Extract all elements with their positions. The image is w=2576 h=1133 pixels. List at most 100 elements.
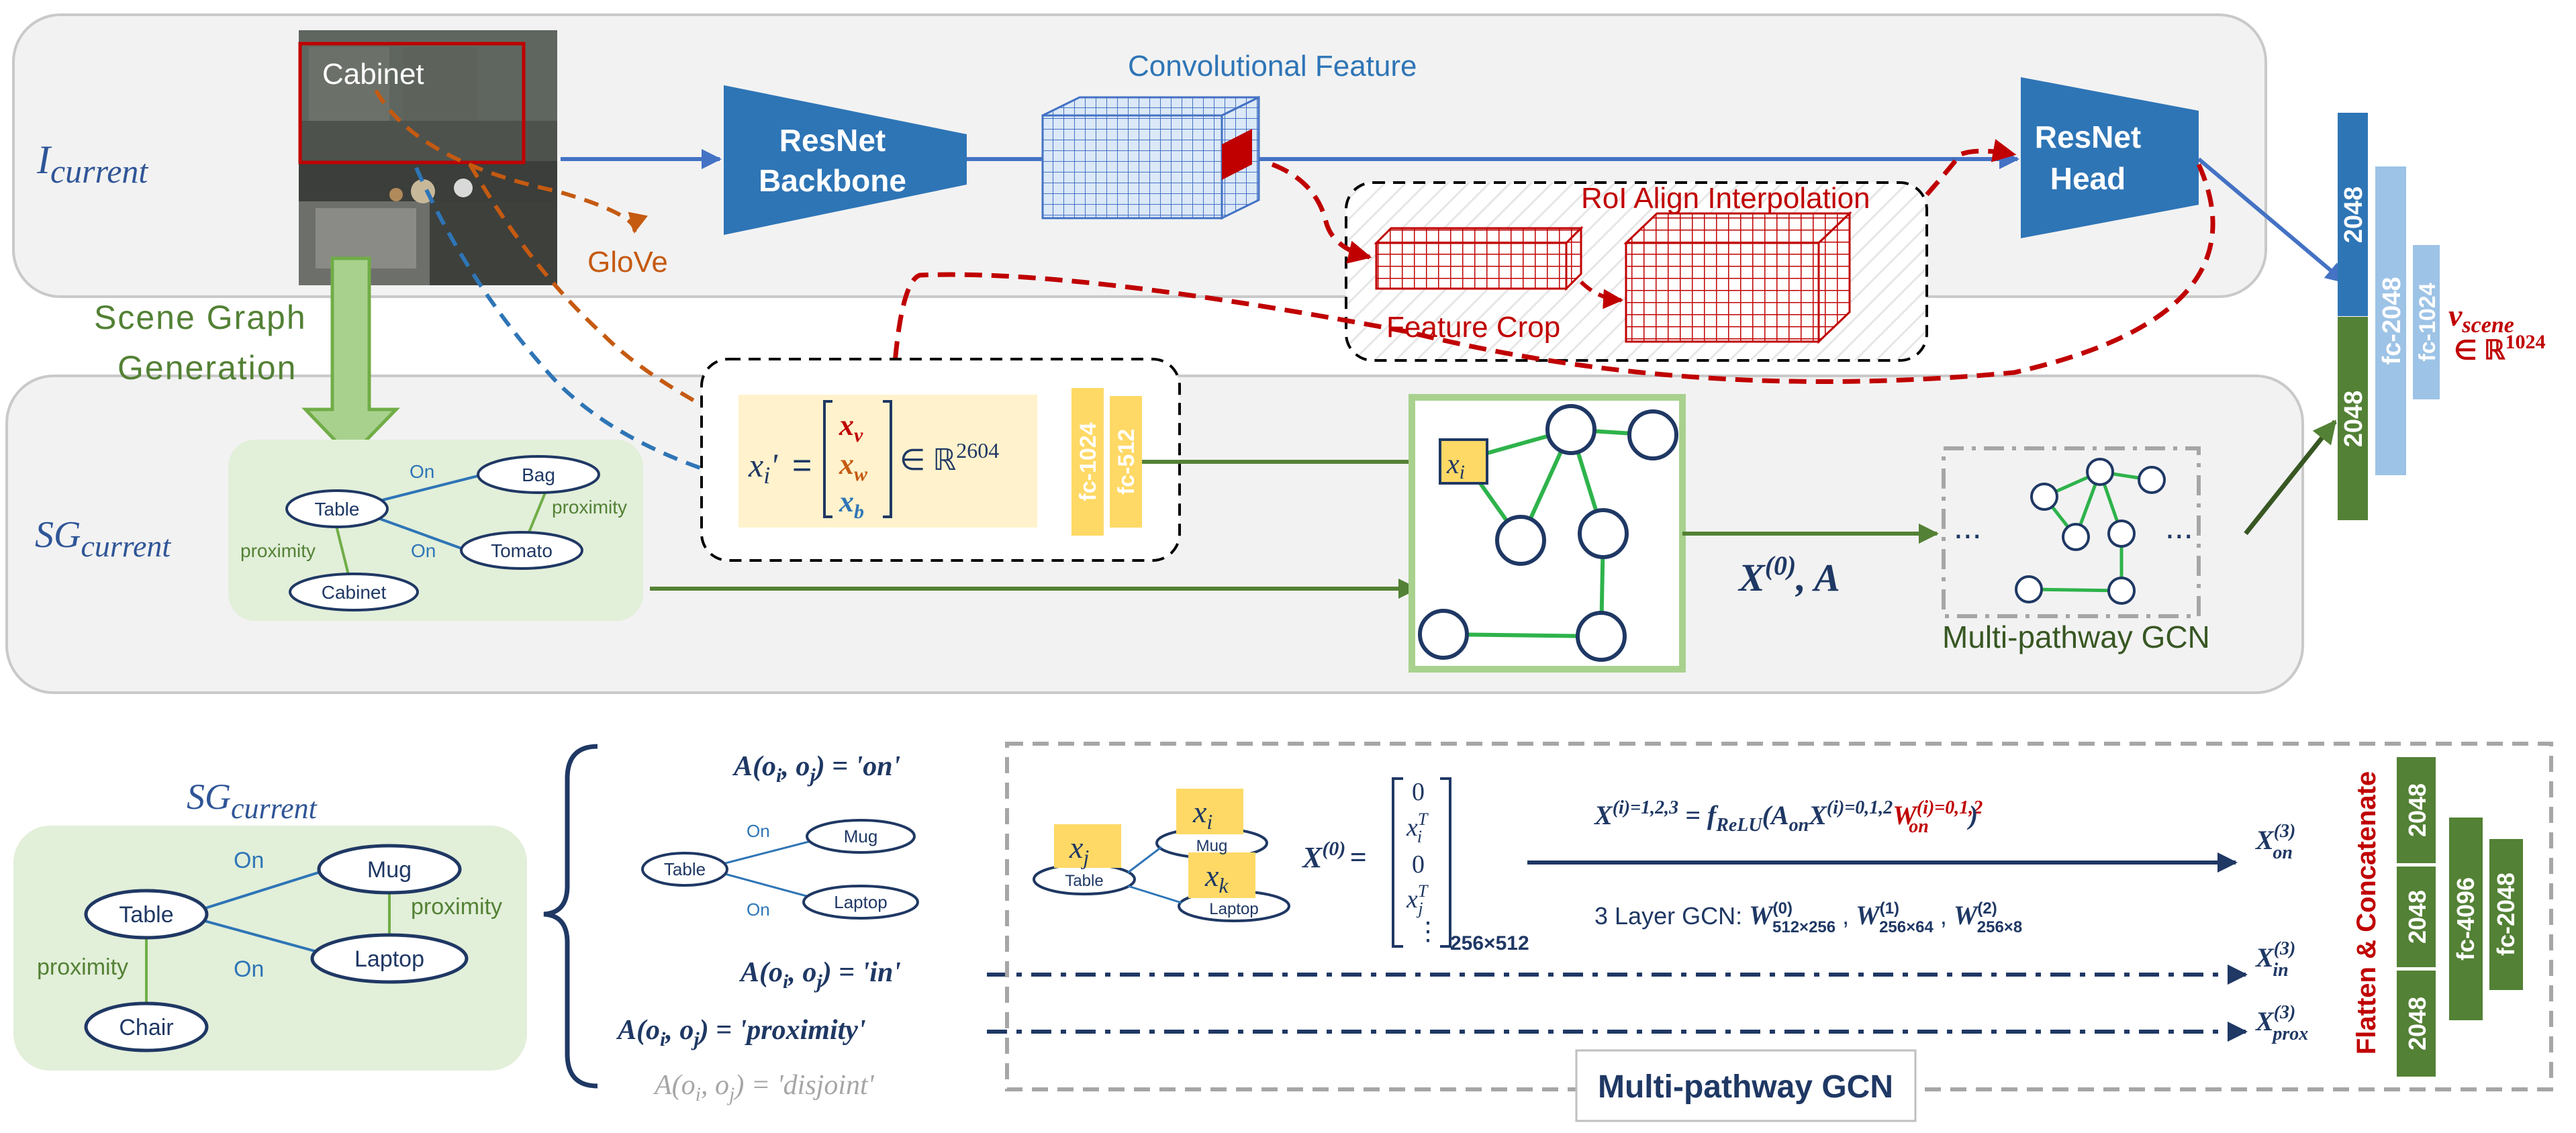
x0-label: X(0)= <box>1301 838 1366 874</box>
cabinet-label: Cabinet <box>322 58 424 91</box>
fc512-bar <box>1110 396 1142 528</box>
svg-text:A(oi, oj) = 'on': A(oi, oj) = 'on' <box>732 751 900 787</box>
crop-to-interp-arrow <box>1579 280 1623 309</box>
small-graph-edge-prox-2: proximity <box>240 540 316 561</box>
mp-gcn-title: Multi-pathway GCN <box>1598 1069 1893 1105</box>
relation-proximity: A(oi, oj) = 'proximity' <box>616 1015 866 1050</box>
out-fc1024-bar <box>2413 245 2440 399</box>
mini-on-graph: Table Mug Laptop On On <box>641 819 919 920</box>
head-to-output-arrow <box>2197 157 2346 284</box>
concat-bar-3 <box>2397 971 2436 1077</box>
sgg-label-1: Scene Graph <box>94 299 307 336</box>
fc2048-bottom-label: fc-2048 <box>2492 873 2520 956</box>
mini-edge-on-1: On <box>747 821 770 841</box>
resnet-backbone-label-1: ResNet <box>779 123 886 158</box>
resnet-head <box>2021 77 2199 238</box>
sgg-label-2: Generation <box>117 349 297 387</box>
input-graph <box>1418 404 1678 662</box>
xv: xv <box>839 409 863 446</box>
relation-disjoint: A(oi, oj) = 'disjoint' <box>653 1070 875 1105</box>
glove-arrow <box>374 89 648 234</box>
vector-bracket-left <box>823 400 832 518</box>
in-r2604: ∈ ℝ2604 <box>900 438 999 477</box>
out-bar-2048-green <box>2338 317 2368 520</box>
out-fc1024-label: fc-1024 <box>2415 283 2440 361</box>
obj-table-label: Table <box>1065 872 1103 890</box>
matrix-row-4: ⋮ <box>1415 918 1441 946</box>
obj-xi: xi <box>1192 795 1212 834</box>
bottom-sg-current-label: SGcurrent <box>187 777 318 825</box>
small-graph-edge-prox-1: proximity <box>552 497 627 518</box>
mp-gcn-ellipsis-right: ... <box>2165 508 2193 546</box>
curly-brace <box>543 744 598 1089</box>
svg-text:A(oi, oj) = 'proximity': A(oi, oj) = 'proximity' <box>616 1015 866 1050</box>
xi-node-label: xi <box>1446 449 1465 483</box>
out-bar-2048-green-label: 2048 <box>2340 391 2368 448</box>
conv-feature-cube <box>1041 95 1260 220</box>
small-graph-node-bag: Bag <box>522 464 555 485</box>
small-scene-graph: Table Bag Tomato Cabinet On On proximity… <box>240 455 627 611</box>
gcn-equation: X(i)=1,2,3 = fReLU(AonX(i)=0,1,2W(i)=0,1… <box>1593 797 1983 837</box>
gcn-layers: 3 Layer GCN: W(0)512×256 , W(1)256×64 , … <box>1594 899 2022 936</box>
bottom-edge-prox-1: proximity <box>411 894 502 920</box>
out-fc2048-label: fc-2048 <box>2378 277 2406 365</box>
out-x-on: X(3)on <box>2254 821 2295 863</box>
matrix-dim: 256×512 <box>1450 932 1529 954</box>
concat-bar-2 <box>2397 867 2436 967</box>
obj-laptop-label: Laptop <box>1209 900 1258 918</box>
out-bar-2048-blue-label: 2048 <box>2340 187 2368 244</box>
fc512-label: fc-512 <box>1114 429 1139 495</box>
xi-eq: = <box>792 446 812 484</box>
resnet-backbone <box>724 85 967 235</box>
concat-bar-3-label: 2048 <box>2403 997 2431 1050</box>
bottom-node-table: Table <box>119 902 173 928</box>
fc2048-bottom-bar <box>2489 839 2523 990</box>
xb: xb <box>839 485 864 523</box>
obj-xj: xj <box>1069 830 1089 869</box>
mini-node-laptop: Laptop <box>834 892 888 912</box>
fc4096-bar <box>2449 818 2483 1020</box>
mp-gcn-title-box <box>1575 1049 1917 1122</box>
resnet-head-label-2: Head <box>2050 161 2126 196</box>
small-graph-node-cabinet: Cabinet <box>322 582 387 603</box>
x0-a-label: X(0), A <box>1737 550 1840 599</box>
head-to-node-feature-arrow <box>882 163 2215 392</box>
flatten-concat-label: Flatten & Concatenate <box>2352 771 2381 1054</box>
roi-align-label: RoI Align Interpolation <box>1581 182 1870 215</box>
small-graph-edge-on-1: On <box>410 461 434 482</box>
mini-edge-on-2: On <box>747 899 770 920</box>
vector-bracket-right <box>883 400 892 518</box>
out-x-in: X(3)in <box>2254 938 2295 981</box>
obj-xk: xk <box>1204 858 1229 897</box>
scene-graph-generation-arrow <box>301 256 400 459</box>
matrix-row-2: 0 <box>1412 850 1425 879</box>
svg-text:A(oi, oj) = 'disjoint': A(oi, oj) = 'disjoint' <box>653 1070 875 1105</box>
small-graph-node-tomato: Tomato <box>491 540 553 561</box>
svg-text:A(oi, oj) = 'in': A(oi, oj) = 'in' <box>738 957 901 993</box>
matrix-row-0: 0 <box>1412 778 1425 806</box>
bbox-to-xb-arrow <box>414 166 831 507</box>
mini-node-table: Table <box>664 859 706 879</box>
relation-in: A(oi, oj) = 'in' <box>738 957 901 993</box>
bottom-edge-on-2: On <box>234 956 264 982</box>
glove-label: GloVe <box>587 246 668 279</box>
relation-on: A(oi, oj) = 'on' <box>732 751 900 787</box>
mp-gcn-label: Multi-pathway GCN <box>1942 620 2210 654</box>
cabinet-bbox <box>298 42 526 164</box>
mp-gcn-mini-graph <box>2015 458 2166 605</box>
out-fc2048-bar <box>2375 166 2406 475</box>
concat-bar-1-label: 2048 <box>2403 783 2431 837</box>
bottom-node-laptop: Laptop <box>354 946 424 972</box>
sg-current-label: SGcurrent <box>35 514 171 563</box>
matrix-bracket-right <box>1440 777 1451 948</box>
concat-bar-2-label: 2048 <box>2403 890 2431 944</box>
mp-gcn-preview-box <box>1942 446 2201 618</box>
feature-crop-label: Feature Crop <box>1386 311 1560 344</box>
bottom-edge-on-1: On <box>234 848 264 873</box>
bottom-node-chair: Chair <box>119 1015 173 1040</box>
object-features <box>1033 789 1290 922</box>
bottom-scene-graph: Table Mug Laptop Chair On On proximity p… <box>37 844 502 1052</box>
concat-bar-1 <box>2397 757 2436 863</box>
